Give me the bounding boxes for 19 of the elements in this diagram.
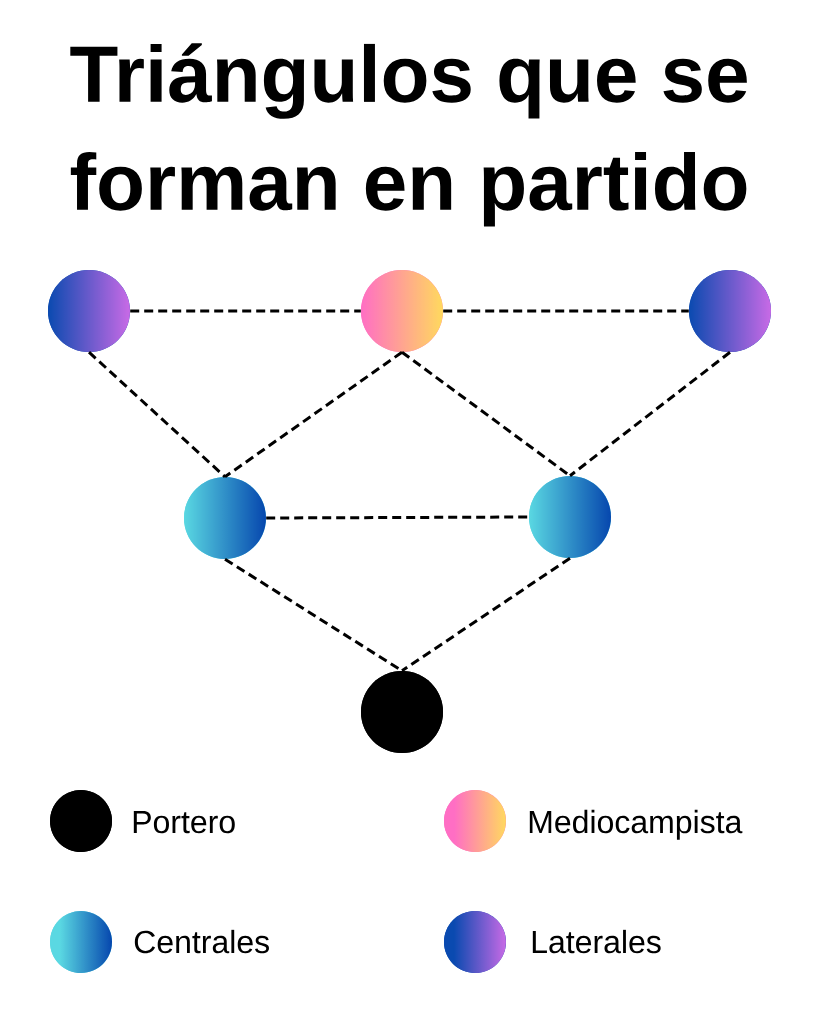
player-circle [689,270,771,352]
legend-label: Centrales [134,929,269,954]
dashed-line [224,350,403,479]
player-circle [361,270,443,352]
player-circle [529,476,611,558]
dashed-line [443,309,689,313]
dashed-line [266,515,529,520]
legend-label: Portero [133,811,235,834]
player-circle [361,671,443,753]
dashed-line [401,556,571,673]
player-circle [48,270,130,352]
dashed-line [88,351,226,478]
dashed-line [569,351,731,477]
dashed-line [130,309,361,313]
dashed-line [401,351,571,477]
player-circle [184,477,266,559]
title: Triángulos que se forman en partido [70,43,747,227]
legend-label: Mediocampista [529,809,743,840]
legend-label: Laterales [532,929,661,954]
